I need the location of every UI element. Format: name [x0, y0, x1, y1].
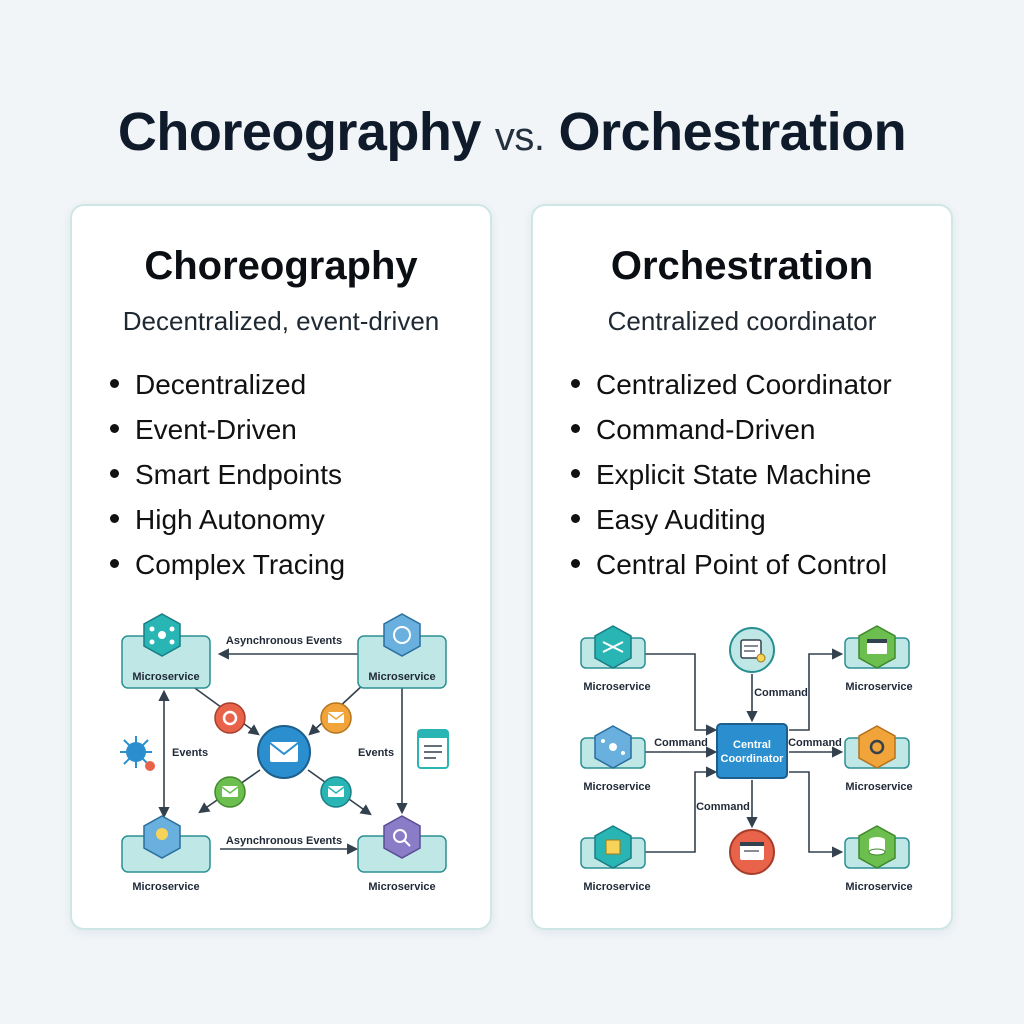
list-item: Easy Auditing [571, 497, 892, 542]
list-item: Centralized Coordinator [571, 362, 892, 407]
central-coordinator: Central Coordinator [716, 723, 788, 779]
edge-left-top [645, 653, 718, 736]
choreography-bullets: Decentralized Event-Driven Smart Endpoin… [110, 362, 345, 587]
events-label-left: Events [172, 747, 208, 759]
gear-icon [214, 702, 246, 734]
edge-right-bottom [789, 771, 844, 858]
event-bus-envelope-icon [257, 725, 311, 779]
document-icon [729, 627, 775, 673]
choreography-card: Choreography Decentralized, event-driven… [70, 204, 492, 930]
svg-text:Microservice: Microservice [368, 881, 435, 893]
svg-text:Microservice: Microservice [132, 881, 199, 893]
bullet-dot [571, 379, 580, 389]
bullet-dot [571, 559, 580, 569]
list-item: Smart Endpoints [110, 452, 345, 497]
network-hub-icon [120, 736, 155, 771]
bullet-dot [110, 559, 119, 569]
command-label-bottom: Command [696, 801, 750, 813]
microservice-node-bottom-left: Microservice [121, 815, 211, 893]
title-left: Choreography [117, 102, 482, 162]
edge-right-top [789, 648, 844, 731]
bullet-dot [571, 469, 580, 479]
command-label-top: Command [754, 687, 808, 699]
bullet-dot [110, 469, 119, 479]
orchestration-subtitle: Centralized coordinator [607, 306, 877, 336]
svg-text:Microservice: Microservice [845, 681, 912, 693]
events-label-right: Events [358, 747, 394, 759]
svg-text:Microservice: Microservice [845, 781, 912, 793]
bullet-dot [571, 514, 580, 524]
database-icon [383, 613, 421, 657]
svg-text:Microservice: Microservice [583, 781, 650, 793]
choreography-title: Choreography [144, 244, 418, 288]
orchestration-title: Orchestration [610, 244, 874, 288]
microservice-node-left-top: Microservice [580, 625, 651, 693]
svg-text:Central: Central [733, 739, 771, 751]
async-events-label-top: Asynchronous Events [226, 635, 342, 647]
list-item: Complex Tracing [110, 542, 345, 587]
list-item: Event-Driven [110, 407, 345, 452]
document-icon [417, 729, 449, 769]
bullet-dot [110, 379, 119, 389]
svg-text:Microservice: Microservice [845, 881, 912, 893]
envelope-icon [320, 776, 352, 808]
choreography-subtitle: Decentralized, event-driven [122, 306, 440, 336]
title-right: Orchestration [558, 102, 907, 162]
microservice-node-left-bottom: Microservice [580, 825, 651, 893]
list-item: High Autonomy [110, 497, 345, 542]
svg-text:Microservice: Microservice [583, 681, 650, 693]
list-item: Decentralized [110, 362, 345, 407]
svg-text:Microservice: Microservice [583, 881, 650, 893]
list-item: Explicit State Machine [571, 452, 892, 497]
microservice-node-top-left: Microservice [121, 613, 211, 689]
microservice-node-left-mid: Microservice [580, 725, 651, 793]
bullet-dot [110, 424, 119, 434]
async-events-label-bottom: Asynchronous Events [226, 835, 342, 847]
page-title: Choreography vs. Orchestration [0, 92, 1024, 172]
microservice-node-right-bottom: Microservice [844, 825, 913, 893]
browser-window-icon [729, 829, 775, 875]
command-label-left: Command [654, 737, 708, 749]
search-icon [383, 815, 421, 859]
svg-text:Coordinator: Coordinator [721, 753, 785, 765]
microservice-node-right-top: Microservice [844, 625, 913, 693]
svg-text:Microservice: Microservice [132, 671, 199, 683]
bullet-dot [571, 424, 580, 434]
microservice-node-bottom-right: Microservice [357, 815, 447, 893]
title-vs: vs. [494, 115, 545, 159]
orchestration-card: Orchestration Centralized coordinator Ce… [531, 204, 953, 930]
list-item: Central Point of Control [571, 542, 892, 587]
orchestration-diagram: Central Coordinator Command Command Comm… [580, 625, 913, 893]
envelope-icon [320, 702, 352, 734]
microservice-node-top-right: Microservice [357, 613, 447, 689]
choreography-diagram: Asynchronous Events Asynchronous Events … [120, 613, 449, 893]
bullet-dot [110, 514, 119, 524]
list-item: Command-Driven [571, 407, 892, 452]
edge-left-bottom [645, 766, 718, 853]
command-label-right: Command [788, 737, 842, 749]
orchestration-bullets: Centralized Coordinator Command-Driven E… [571, 362, 892, 587]
svg-text:Microservice: Microservice [368, 671, 435, 683]
microservice-node-right-mid: Microservice [844, 725, 913, 793]
gear-icon [858, 725, 896, 769]
envelope-icon [214, 776, 246, 808]
